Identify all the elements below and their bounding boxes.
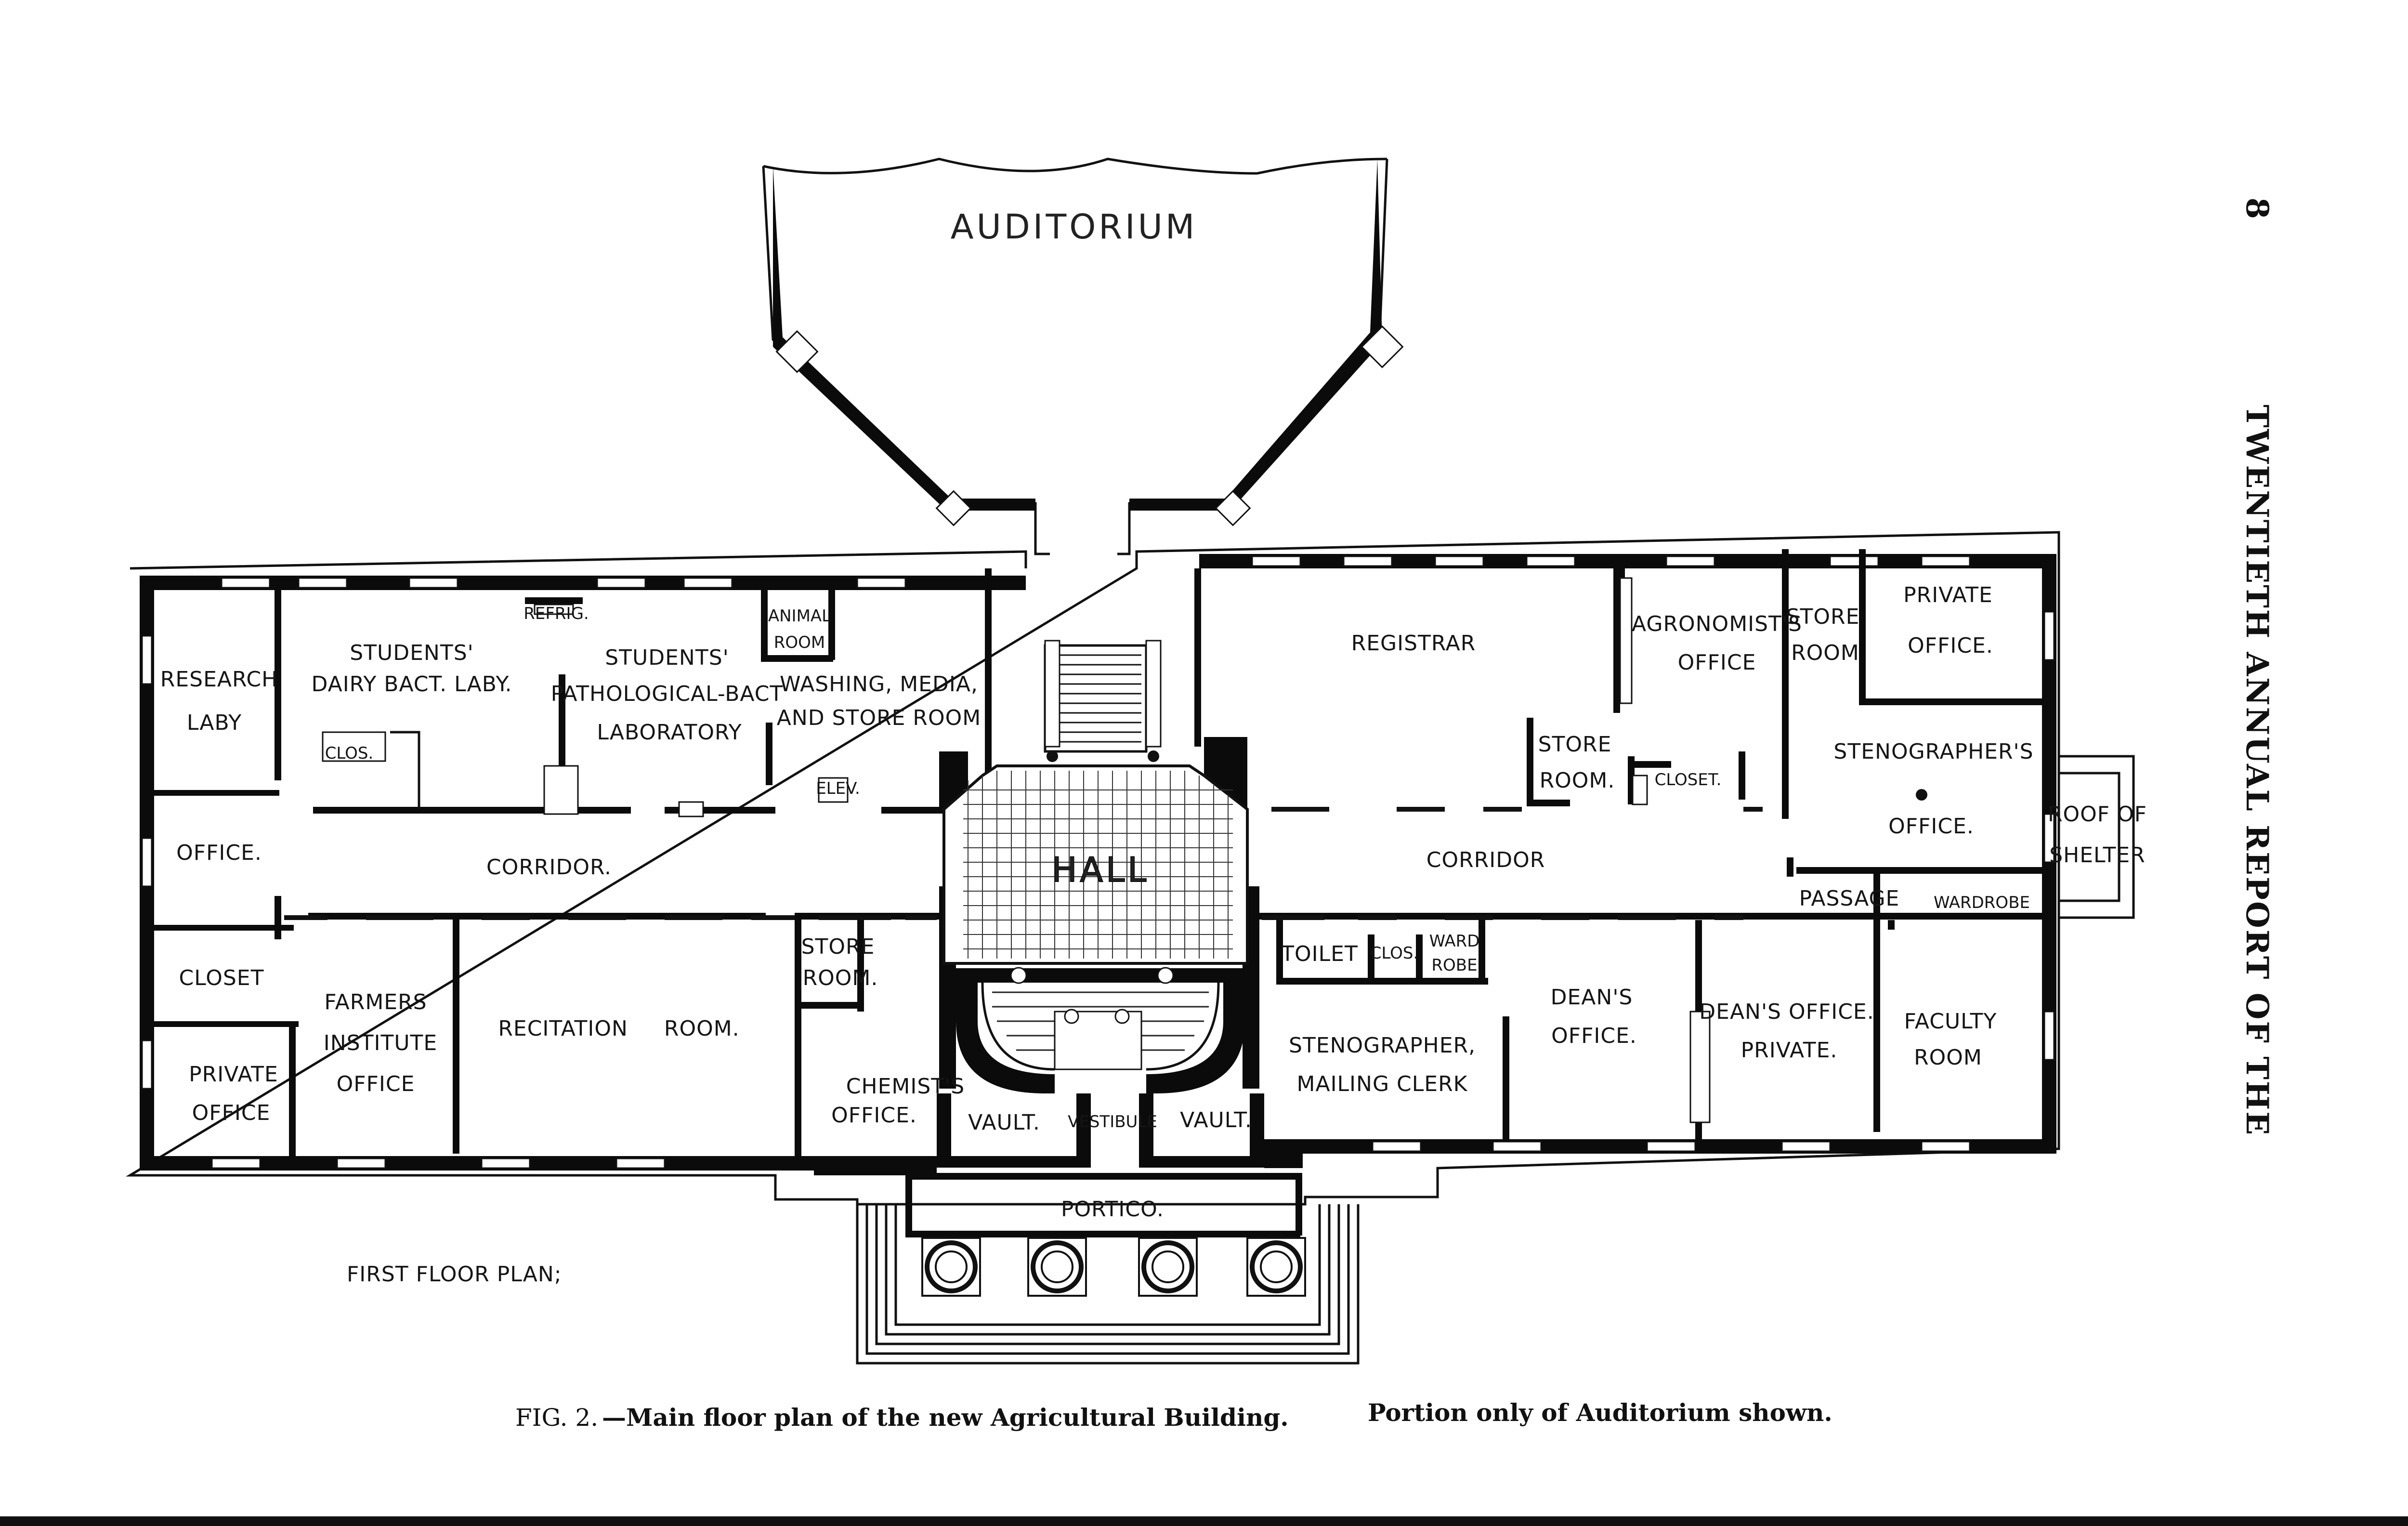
faculty-room-label-1: FACULTY xyxy=(1904,1009,1997,1034)
registrar-label: REGISTRAR xyxy=(1351,631,1476,656)
figure-caption: FIG. 2. —Main floor plan of the new Agri… xyxy=(515,1398,1832,1432)
corridor-right-label: CORRIDOR xyxy=(1426,848,1545,872)
roof-of-shelter-label-2: SHELTER xyxy=(2049,843,2146,868)
roof-of-shelter xyxy=(2059,755,2135,919)
portico xyxy=(856,1173,1360,1365)
room-labels: RESEARCH LABY STUDENTS' DAIRY BACT. LABY… xyxy=(160,583,2147,1222)
passage-label: PASSAGE xyxy=(1799,886,1900,911)
top-windows xyxy=(221,555,1971,589)
auditorium-outline: AUDITORIUM xyxy=(762,158,1404,555)
stenographers-label-1: STENOGRAPHER'S xyxy=(1833,739,2033,764)
vestibule-label: VESTIBULE xyxy=(1068,1112,1157,1131)
store-room-top-label-2: ROOM xyxy=(1791,641,1859,665)
wardrobe-right-label: WARDROBE xyxy=(1934,893,2030,912)
washing-label-2: AND STORE ROOM xyxy=(777,706,981,730)
store-room-mid-label-2: ROOM. xyxy=(1540,768,1615,793)
wardrobe-mid-label-2: ROBE xyxy=(1431,956,1477,975)
corridor-lines xyxy=(284,807,1763,920)
elev-label: ELEV. xyxy=(816,779,860,798)
deans-office-label-1: DEAN'S xyxy=(1551,985,1633,1010)
store-room-top-label-1: STORE xyxy=(1786,605,1860,629)
washing-label-1: WASHING, MEDIA, xyxy=(780,672,978,697)
refrig-label: REFRIG. xyxy=(523,604,589,623)
scan-edge xyxy=(0,1516,2408,1526)
chemists-label-1: CHEMIST'S xyxy=(846,1074,965,1099)
portico-columns xyxy=(921,1237,1306,1297)
students-path-label-1: STUDENTS' xyxy=(605,645,729,670)
vault-left-label: VAULT. xyxy=(968,1110,1040,1135)
private-office-right-label-2: OFFICE. xyxy=(1908,633,1993,658)
chemists-label-2: OFFICE. xyxy=(831,1103,917,1128)
plan-title: FIRST FLOOR PLAN; xyxy=(347,1262,562,1287)
building-walls xyxy=(126,531,2060,1206)
faculty-room-label-2: ROOM xyxy=(1914,1045,1982,1070)
office-left-label: OFFICE. xyxy=(176,841,262,865)
students-dairy-label-1: STUDENTS' xyxy=(350,641,474,665)
corridor-left-label: CORRIDOR. xyxy=(486,855,612,880)
running-header: TWENTIETH ANNUAL REPORT OF THE xyxy=(2239,405,2275,1136)
right-wing-walls xyxy=(1194,549,2052,1142)
caption-figure-number: FIG. 2. xyxy=(515,1404,598,1432)
farmers-label-3: OFFICE xyxy=(337,1072,415,1096)
vault-right-label: VAULT. xyxy=(1180,1108,1252,1132)
page-number: 8 xyxy=(2239,197,2275,221)
caption-note: Portion only of Auditorium shown. xyxy=(1368,1398,1832,1427)
bottom-windows xyxy=(211,1141,1971,1169)
clos-right-label: CLOS. xyxy=(1370,944,1419,963)
wardrobe-mid-label-1: WARD xyxy=(1429,932,1480,951)
stenographer-mailing-label-1: STENOGRAPHER, xyxy=(1289,1033,1476,1058)
students-dairy-label-2: DAIRY BACT. LABY. xyxy=(311,672,512,697)
auditorium-label: AUDITORIUM xyxy=(951,207,1197,247)
farmers-label-2: INSTITUTE xyxy=(324,1031,437,1055)
store-room-left-label-2: ROOM. xyxy=(803,966,878,990)
agronomist-label-1: AGRONOMIST'S xyxy=(1632,612,1802,636)
store-room-mid-label-1: STORE xyxy=(1538,732,1612,757)
central-hall xyxy=(814,640,1303,1175)
hall-floor-grid xyxy=(963,771,1233,959)
running-header-group: 8 xyxy=(2239,197,2275,221)
running-header-title-group: TWENTIETH ANNUAL REPORT OF THE xyxy=(2239,405,2275,1136)
portico-label: PORTICO. xyxy=(1061,1197,1164,1222)
deans-private-label-2: PRIVATE. xyxy=(1741,1038,1838,1063)
deans-private-label-1: DEAN'S OFFICE. xyxy=(1699,1000,1874,1024)
private-office-label-2: OFFICE xyxy=(192,1101,271,1125)
caption-text: —Main floor plan of the new Agricultural… xyxy=(602,1403,1289,1432)
closet-left-label: CLOSET xyxy=(179,966,264,990)
agronomist-label-2: OFFICE xyxy=(1678,650,1756,675)
grand-stair xyxy=(1044,640,1162,762)
recitation-label: RECITATION ROOM. xyxy=(498,1016,739,1041)
clos-left-label: CLOS. xyxy=(325,744,374,763)
roof-of-shelter-label-1: ROOF OF xyxy=(2048,802,2147,827)
research-laby-label-1: RESEARCH xyxy=(160,667,278,692)
farmers-label-1: FARMERS xyxy=(324,990,427,1014)
animal-room-label-1: ANIMAL xyxy=(768,606,831,626)
stenographers-label-2: OFFICE. xyxy=(1888,814,1974,839)
toilet-label: TOILET xyxy=(1281,942,1358,966)
private-office-label-1: PRIVATE xyxy=(189,1062,278,1087)
deans-office-label-2: OFFICE. xyxy=(1551,1024,1637,1048)
animal-room-label-2: ROOM xyxy=(774,633,825,652)
hall-label: HALL xyxy=(1052,850,1150,890)
store-room-left-label-1: STORE xyxy=(801,934,875,959)
research-laby-label-2: LABY xyxy=(187,710,242,735)
students-path-label-3: LABORATORY xyxy=(597,720,742,745)
stenographer-mailing-label-2: MAILING CLERK xyxy=(1297,1072,1468,1096)
students-path-label-2: PATHOLOGICAL-BACT xyxy=(551,682,784,706)
closet-mid-label: CLOSET. xyxy=(1655,770,1722,789)
left-wing-walls xyxy=(154,568,992,1163)
private-office-right-label-1: PRIVATE xyxy=(1903,583,1993,607)
